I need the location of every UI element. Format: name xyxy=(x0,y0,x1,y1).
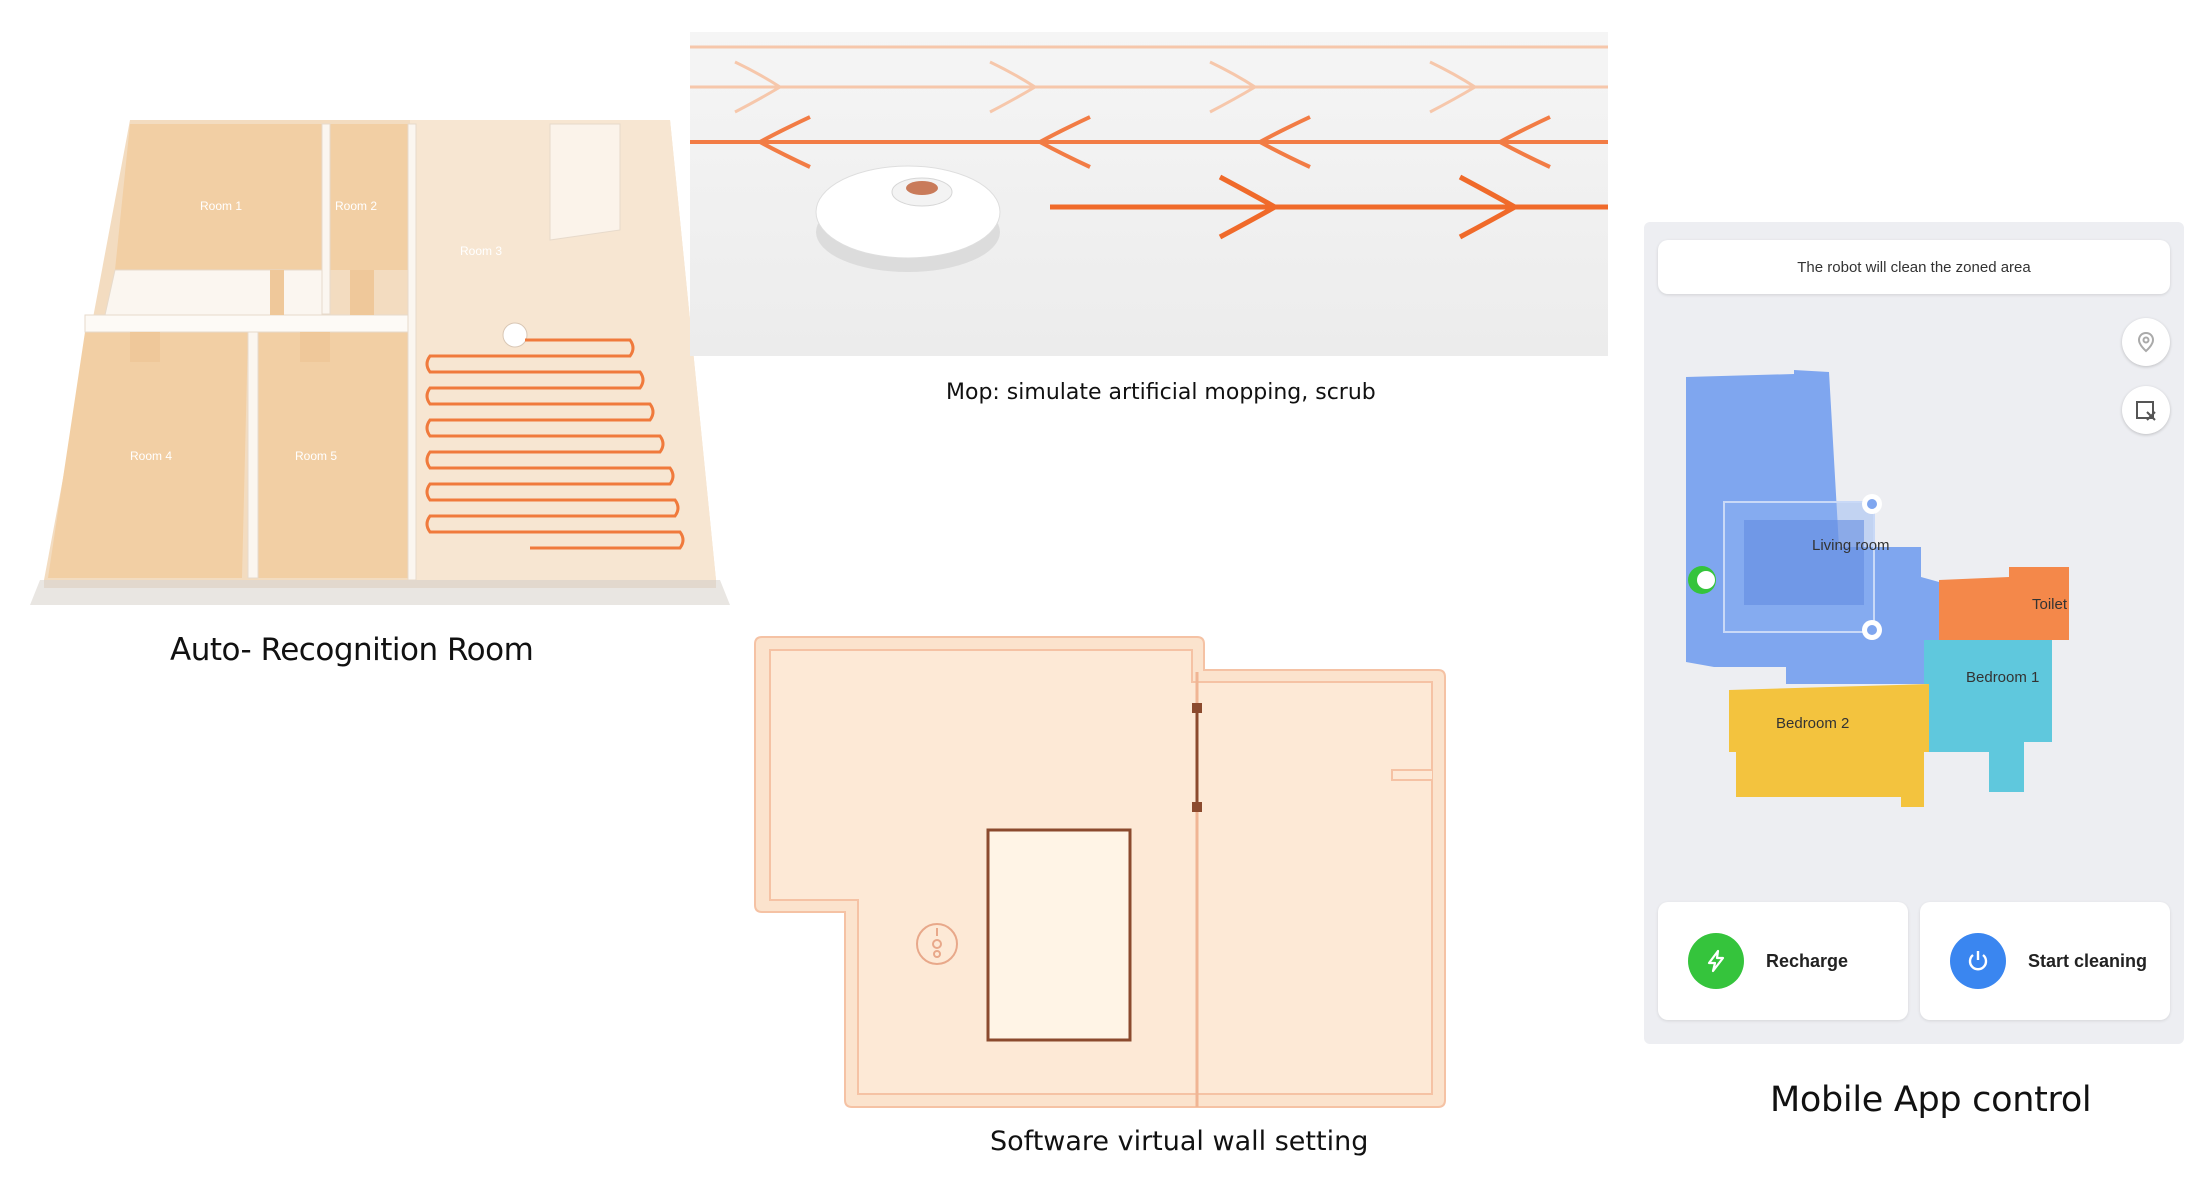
room-label: Room 1 xyxy=(200,199,242,213)
room-label: Room 5 xyxy=(295,449,337,463)
room-1-area xyxy=(115,124,322,270)
toilet-label: Toilet xyxy=(2032,596,2068,613)
robot-icon xyxy=(502,322,528,348)
clear-zone-icon xyxy=(2136,401,2156,421)
mobile-app-screen: The robot will clean the zoned area xyxy=(1644,222,2184,1044)
virtual-wall-caption: Software virtual wall setting xyxy=(990,1126,1369,1157)
mop-caption: Mop: simulate artificial mopping, scrub xyxy=(946,380,1376,405)
mobile-app-caption: Mobile App control xyxy=(1770,1080,2092,1120)
toilet-area[interactable] xyxy=(1939,567,2069,640)
start-cleaning-label: Start cleaning xyxy=(2028,950,2148,971)
mop-illustration xyxy=(690,32,1608,356)
power-icon xyxy=(1950,933,2006,989)
zone-handle[interactable] xyxy=(1862,620,1882,640)
recharge-label: Recharge xyxy=(1766,950,1849,971)
cleaning-path xyxy=(425,338,685,550)
bedroom-2-label: Bedroom 2 xyxy=(1776,715,1849,732)
room-4-area xyxy=(252,332,415,578)
auto-room-caption: Auto- Recognition Room xyxy=(170,632,534,668)
location-pin-icon xyxy=(2137,331,2155,353)
bedroom-1-label: Bedroom 1 xyxy=(1966,669,2039,686)
clear-zone-button[interactable] xyxy=(2122,386,2170,434)
room-2-area xyxy=(330,124,408,270)
virtual-wall-floorplan xyxy=(754,636,1446,1108)
virtual-wall-segment[interactable] xyxy=(1192,703,1202,812)
room-label: Room 2 xyxy=(335,199,377,213)
robot-icon xyxy=(916,923,958,965)
no-go-zone[interactable] xyxy=(986,828,1132,1042)
bedroom-2-area[interactable] xyxy=(1729,684,1929,807)
zone-clean-notice: The robot will clean the zoned area xyxy=(1658,240,2170,294)
auto-recognition-room-floorplan: Room 1 Room 2 Room 3 Room 4 Room 5 xyxy=(30,120,730,605)
start-cleaning-button[interactable]: Start cleaning xyxy=(1920,902,2170,1020)
recharge-icon xyxy=(1688,933,1744,989)
robot-vacuum-icon xyxy=(815,165,1001,272)
room-3-area xyxy=(48,332,248,578)
recharge-button[interactable]: Recharge xyxy=(1658,902,1908,1020)
charging-dock-icon xyxy=(1688,566,1716,594)
house-map: Living room Toilet Bedroom 1 Bedroom 2 xyxy=(1686,370,2069,807)
zone-handle[interactable] xyxy=(1862,494,1882,514)
room-label: Room 3 xyxy=(460,244,502,258)
bedroom-1-area[interactable] xyxy=(1924,640,2052,792)
room-label: Room 4 xyxy=(130,449,172,463)
location-pin-button[interactable] xyxy=(2122,318,2170,366)
living-room-label: Living room xyxy=(1812,537,1890,554)
